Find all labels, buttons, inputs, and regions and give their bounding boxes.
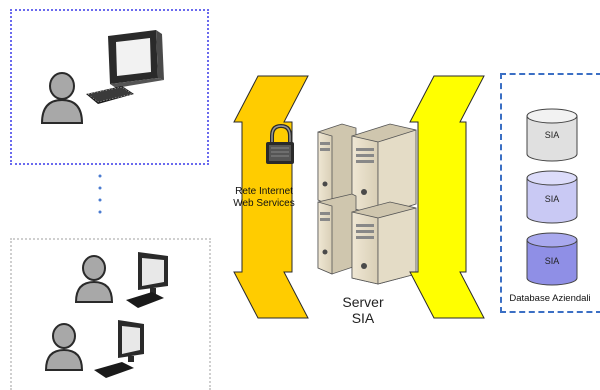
user-icon bbox=[44, 323, 84, 371]
database-label-1: SIA bbox=[544, 130, 560, 140]
server-label-line2: SIA bbox=[351, 310, 375, 326]
user-icon bbox=[40, 72, 84, 124]
user-workstation-bottom-2 bbox=[44, 320, 144, 378]
server-tower bbox=[351, 123, 417, 217]
monitor-icon bbox=[126, 252, 168, 308]
client-group-top bbox=[10, 9, 209, 165]
internet-label-line2: Web Services bbox=[233, 198, 295, 209]
database-cylinder-2 bbox=[526, 170, 578, 224]
server-icon bbox=[317, 123, 417, 285]
server-tower bbox=[351, 201, 417, 285]
database-label-2: SIA bbox=[544, 194, 560, 204]
database-cylinder-3 bbox=[526, 232, 578, 286]
server-tower bbox=[317, 193, 357, 275]
user-icon bbox=[74, 255, 114, 303]
database-group bbox=[500, 73, 600, 313]
computer-icon bbox=[86, 30, 164, 104]
internet-label-line1: Rete Internet bbox=[235, 186, 293, 197]
database-caption: Database Aziendali bbox=[509, 293, 591, 304]
padlock-icon bbox=[266, 124, 294, 164]
database-label-3: SIA bbox=[544, 256, 560, 266]
arrow-database bbox=[409, 75, 485, 319]
server-tower bbox=[317, 123, 357, 207]
server-label-line1: Server bbox=[342, 294, 384, 310]
user-workstation-bottom-1 bbox=[74, 252, 168, 308]
client-group-bottom bbox=[10, 238, 211, 390]
internet-label: Rete Internet Web Services bbox=[218, 186, 310, 210]
ellipsis-connector bbox=[98, 174, 102, 214]
database-cylinder-1 bbox=[526, 108, 578, 162]
monitor-icon bbox=[94, 320, 144, 378]
user-workstation-top bbox=[40, 30, 164, 124]
server-label: Server SIA bbox=[318, 294, 408, 326]
